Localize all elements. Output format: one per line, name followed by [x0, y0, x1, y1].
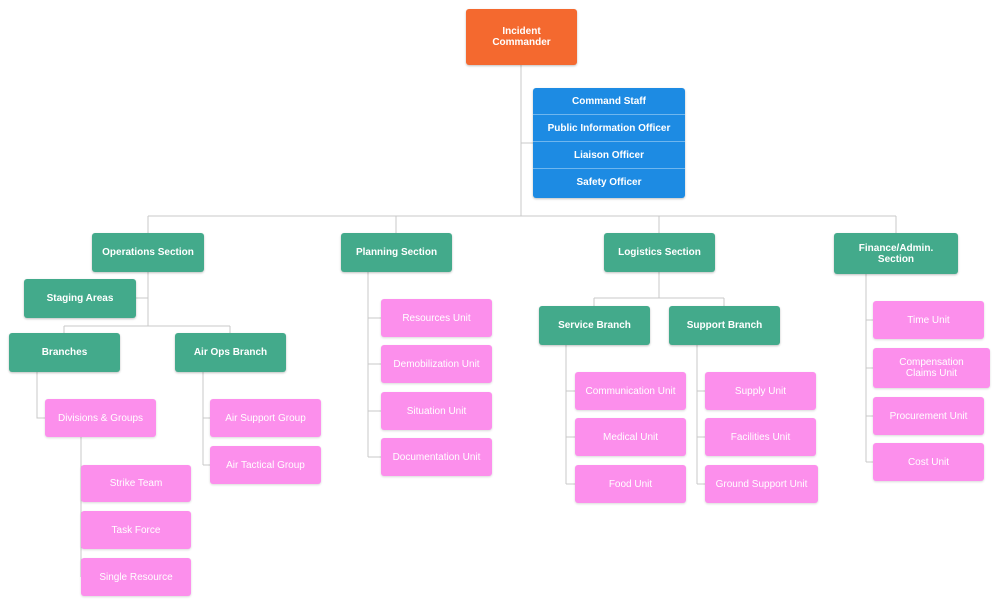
food-unit-box[interactable]: Food Unit [575, 465, 686, 503]
command-staff-header: Command Staff [533, 88, 685, 115]
compensation-claims-unit-box[interactable]: Compensation Claims Unit [873, 348, 990, 388]
procurement-unit-box[interactable]: Procurement Unit [873, 397, 984, 435]
documentation-unit-box[interactable]: Documentation Unit [381, 438, 492, 476]
operations-section-box[interactable]: Operations Section [92, 233, 204, 272]
facilities-unit-box[interactable]: Facilities Unit [705, 418, 816, 456]
divisions-groups-box[interactable]: Divisions & Groups [45, 399, 156, 437]
cost-unit-box[interactable]: Cost Unit [873, 443, 984, 481]
incident-commander-box[interactable]: Incident Commander [466, 9, 577, 65]
medical-unit-box[interactable]: Medical Unit [575, 418, 686, 456]
single-resource-box[interactable]: Single Resource [81, 558, 191, 596]
strike-team-box[interactable]: Strike Team [81, 465, 191, 502]
staff-public-information-officer: Public Information Officer [533, 115, 685, 142]
staff-liaison-officer: Liaison Officer [533, 142, 685, 169]
air-support-group-box[interactable]: Air Support Group [210, 399, 321, 437]
air-tactical-group-box[interactable]: Air Tactical Group [210, 446, 321, 484]
finance-section-box[interactable]: Finance/Admin. Section [834, 233, 958, 274]
command-staff-box[interactable]: Command Staff Public Information Officer… [533, 88, 685, 198]
time-unit-box[interactable]: Time Unit [873, 301, 984, 339]
incident-commander-label: Incident Commander [492, 26, 551, 48]
planning-section-box[interactable]: Planning Section [341, 233, 452, 272]
demobilization-unit-box[interactable]: Demobilization Unit [381, 345, 492, 383]
situation-unit-box[interactable]: Situation Unit [381, 392, 492, 430]
ground-support-unit-box[interactable]: Ground Support Unit [705, 465, 818, 503]
staff-safety-officer: Safety Officer [576, 177, 642, 188]
logistics-section-box[interactable]: Logistics Section [604, 233, 715, 272]
resources-unit-box[interactable]: Resources Unit [381, 299, 492, 337]
communication-unit-box[interactable]: Communication Unit [575, 372, 686, 410]
support-branch-box[interactable]: Support Branch [669, 306, 780, 345]
service-branch-box[interactable]: Service Branch [539, 306, 650, 345]
staging-areas-box[interactable]: Staging Areas [24, 279, 136, 318]
task-force-box[interactable]: Task Force [81, 511, 191, 549]
branches-box[interactable]: Branches [9, 333, 120, 372]
air-ops-branch-box[interactable]: Air Ops Branch [175, 333, 286, 372]
supply-unit-box[interactable]: Supply Unit [705, 372, 816, 410]
